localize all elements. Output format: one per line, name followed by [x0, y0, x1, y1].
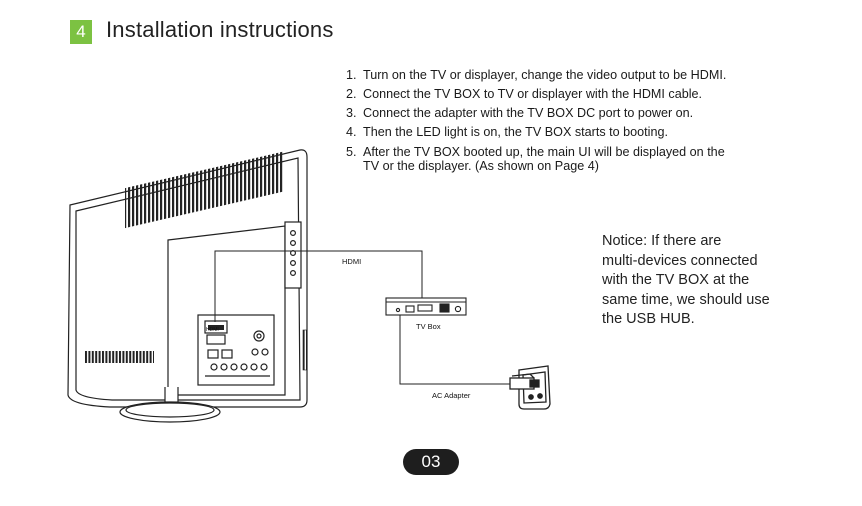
step-item: 2. Connect the TV BOX to TV or displayer … [346, 85, 816, 104]
step-text: Then the LED light is on, the TV BOX sta… [363, 125, 668, 139]
notice-line: multi-devices connected [602, 252, 758, 269]
tv-back-illustration [67, 149, 308, 423]
hdmi-cable [214, 250, 423, 322]
notice-line: same time, we should use [602, 291, 770, 308]
step-number: 3. [346, 106, 357, 120]
step-text-continued: TV or the displayer. (As shown on Page 4… [363, 159, 599, 173]
hdmi-cable-label: HDMI [342, 257, 361, 266]
step-text: Connect the adapter with the TV BOX DC p… [363, 106, 694, 120]
step-number: 4. [346, 125, 357, 139]
section-number-badge: 4 [70, 20, 92, 44]
step-number: 1. [346, 68, 357, 82]
step-item: 3. Connect the adapter with the TV BOX DC… [346, 104, 816, 123]
page-number-badge: 03 [403, 449, 459, 475]
notice-line: with the TV BOX at the [602, 272, 750, 288]
step-text: Connect the TV BOX to TV or displayer wi… [363, 87, 703, 101]
step-item: 1. Turn on the TV or displayer, change th… [346, 66, 816, 85]
section-title: Installation instructions [106, 17, 334, 42]
step-item: 4. Then the LED light is on, the TV BOX s… [346, 123, 816, 142]
tv-hdmi-port-label: HDMI [206, 327, 219, 333]
step-item: 5. After the TV BOX booted up, the main U… [346, 145, 816, 173]
tv-box-label: TV Box [416, 322, 441, 331]
step-number: 5. [346, 145, 357, 159]
notice-line: Notice: If there are [602, 233, 722, 249]
ac-adapter-label: AC Adapter [432, 391, 471, 400]
notice-line: the USB HUB. [602, 311, 695, 327]
power-cable [399, 315, 510, 385]
instruction-steps: 1. Turn on the TV or displayer, change th… [346, 66, 816, 173]
step-number: 2. [346, 87, 357, 101]
step-text: Turn on the TV or displayer, change the … [363, 68, 727, 82]
ac-adapter-plug-illustration [509, 365, 551, 410]
tv-box-illustration [385, 297, 467, 316]
notice-text: Notice: If there are multi-devices conne… [602, 232, 802, 330]
step-text: After the TV BOX booted up, the main UI … [363, 145, 725, 159]
